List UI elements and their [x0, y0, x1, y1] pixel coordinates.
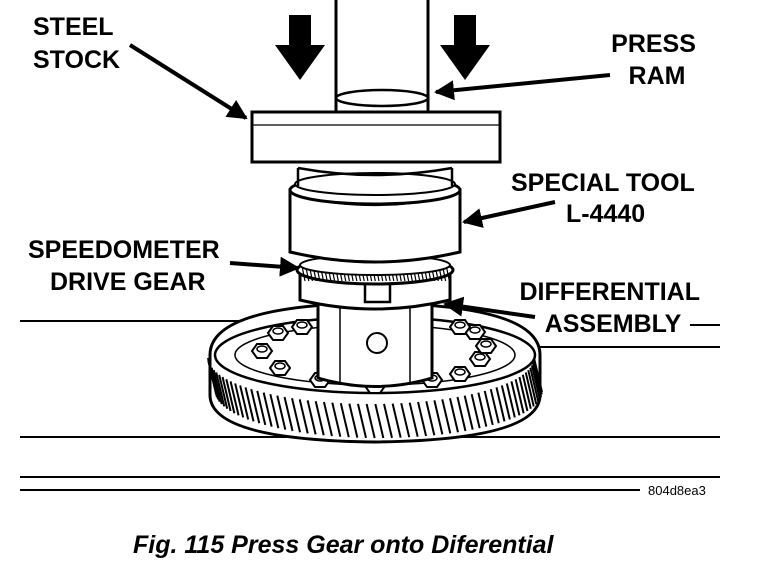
steel-stock-plate [250, 110, 502, 164]
bolt-icon [448, 366, 472, 382]
image-code: 804d8ea3 [648, 483, 706, 498]
ring-gear-bolts [250, 319, 498, 394]
label-differential: DIFFERENTIAL ASSEMBLY [519, 278, 706, 338]
leader-arrow-icon [128, 43, 611, 319]
bolt-icon [290, 319, 314, 335]
down-arrow-icon [275, 15, 325, 80]
bolt-icon [468, 351, 492, 367]
figure-caption: Fig. 115 Press Gear onto Diferential [133, 531, 555, 559]
differential-case [316, 298, 434, 388]
press-ram-column [334, 0, 430, 112]
bolt-icon [448, 319, 472, 335]
gear-teeth [207, 357, 543, 439]
bolt-icon [266, 325, 290, 341]
bolt-icon [474, 338, 498, 354]
label-steel-stock: STEEL STOCK [33, 13, 120, 74]
bolt-icon [268, 360, 292, 376]
bolt-icon [250, 343, 274, 359]
label-press-ram: PRESS RAM [611, 30, 703, 90]
label-special-tool: SPECIAL TOOL L-4440 [511, 169, 701, 228]
down-arrow-icon [440, 15, 490, 80]
label-speedometer-gear: SPEEDOMETER DRIVE GEAR [28, 236, 227, 296]
special-tool-cylinder [288, 166, 462, 264]
